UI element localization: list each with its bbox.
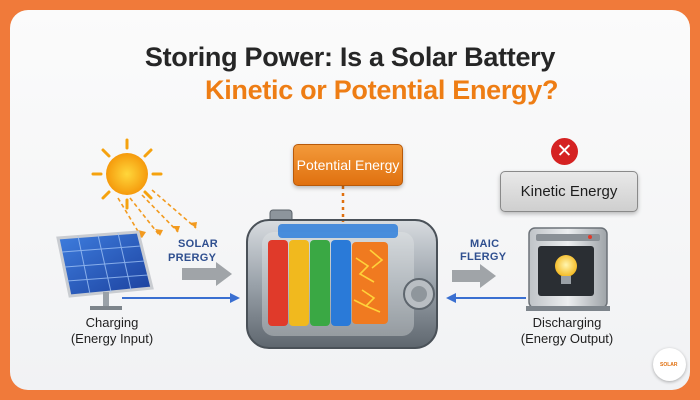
solar-energy-label-bottom: PRERGY <box>168 252 217 264</box>
potential-energy-box: Potential Energy <box>293 144 403 186</box>
solar-panel-icon <box>56 230 154 310</box>
charging-input-line <box>122 293 240 303</box>
magic-flergy-label-top: MAIC <box>470 238 500 250</box>
magic-flergy-label-bottom: FLERGY <box>460 251 507 263</box>
logo-icon <box>653 348 686 381</box>
logo-text: SOLAR <box>660 362 678 368</box>
x-mark-icon: ✕ <box>551 138 578 165</box>
solar-energy-label-top: SOLAR <box>178 238 218 250</box>
lightbulb-appliance-icon <box>526 227 610 311</box>
title-line-2: Kinetic or Potential Energy? <box>205 75 559 105</box>
discharging-label: Discharging <box>532 315 602 330</box>
charging-label: Charging <box>85 315 139 330</box>
discharging-sub-label: (Energy Output) <box>520 331 614 346</box>
battery-icon <box>246 209 438 349</box>
title-line-1: Storing Power: Is a Solar Battery <box>144 42 556 72</box>
kinetic-energy-label: Kinetic Energy <box>520 183 618 200</box>
discharging-output-line <box>446 293 526 303</box>
charging-sub-label: (Energy Input) <box>70 331 154 346</box>
output-arrow <box>452 264 496 288</box>
sun-icon <box>91 138 163 210</box>
potential-energy-label: Potential Energy <box>296 156 400 173</box>
kinetic-energy-box: Kinetic Energy <box>500 171 638 212</box>
input-arrow <box>182 262 232 286</box>
